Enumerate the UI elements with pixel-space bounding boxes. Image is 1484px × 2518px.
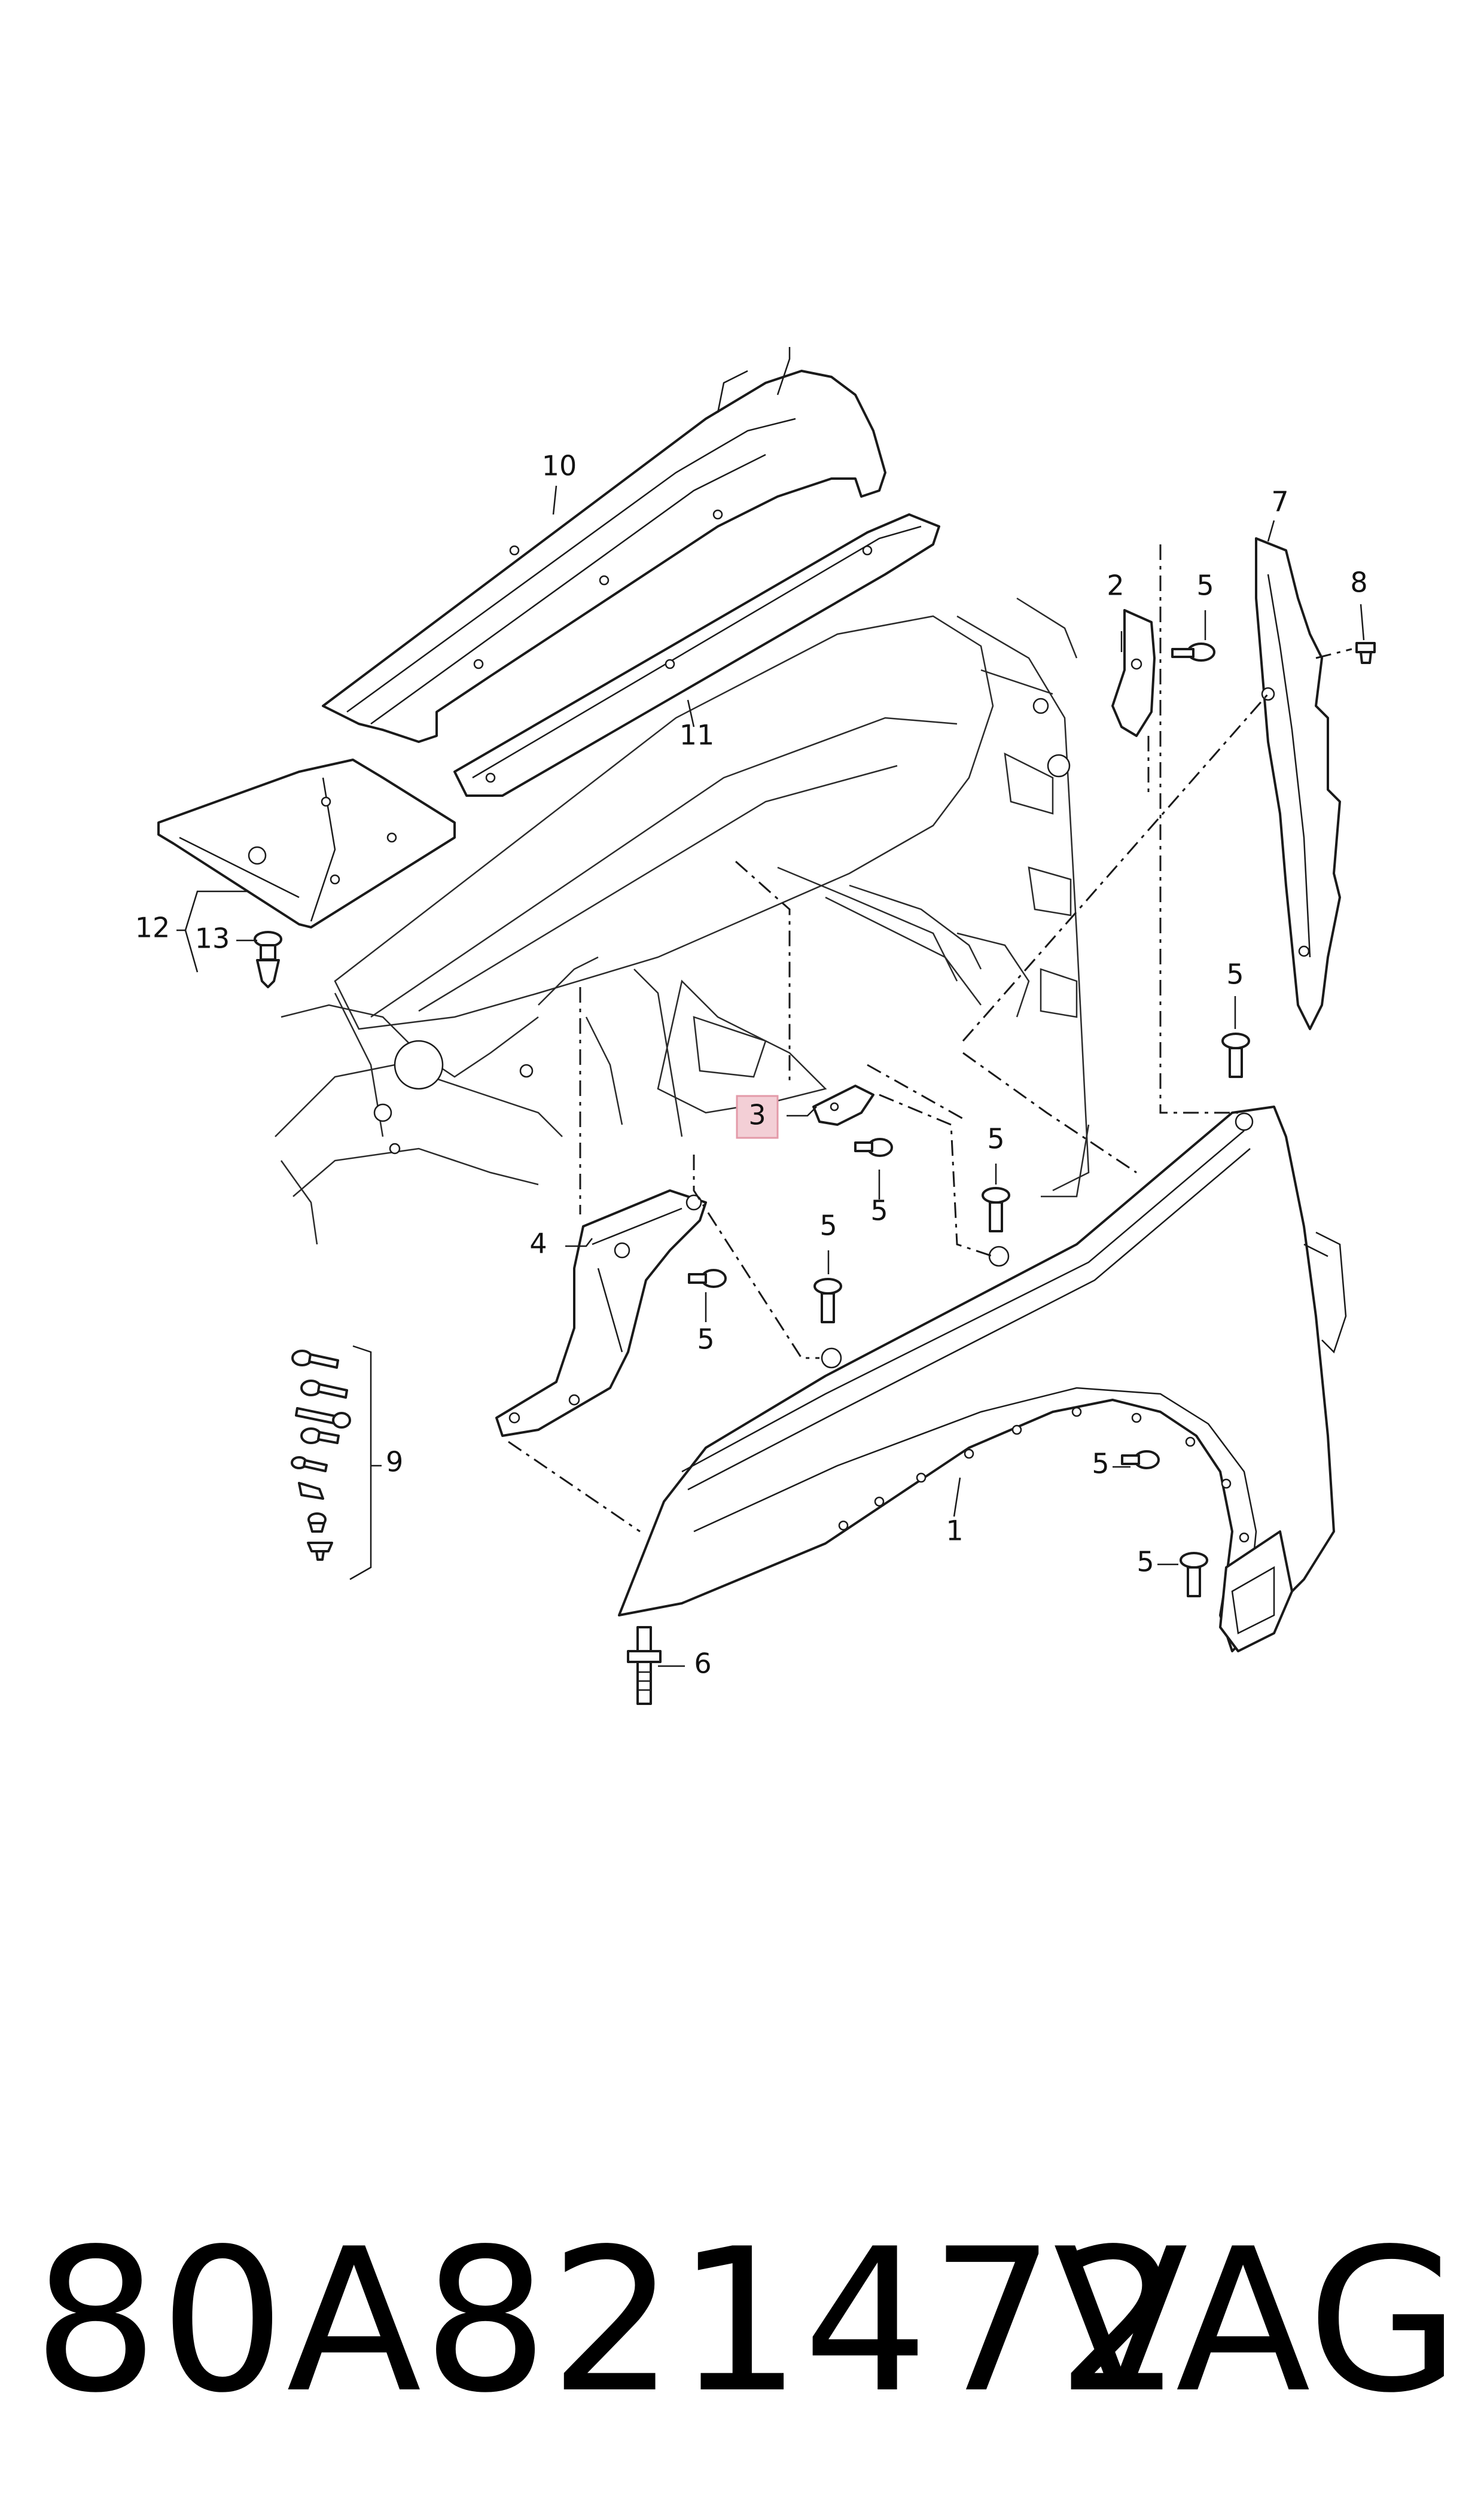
part-1-front-fender [618,1106,1347,1652]
callout-1[interactable]: 1 [946,1514,963,1546]
part-9-fastener-set [291,1350,351,1561]
part-13-clip [254,931,282,988]
bolt-5h [1180,1552,1208,1597]
bolt-5c [854,1138,893,1157]
part-12-lower-panel [157,759,456,928]
callout-8[interactable]: 8 [1350,566,1367,598]
bolt-5a [1171,643,1215,662]
callout-3-highlight [736,1095,779,1139]
leader-lines [176,485,1365,1667]
callout-5-fender-front[interactable]: 5 [819,1209,837,1241]
callout-10[interactable]: 10 [542,449,577,482]
part-3-small-bracket [812,1085,874,1126]
callout-5-upper-right[interactable]: 5 [1226,958,1244,990]
callout-11[interactable]: 11 [679,718,715,751]
part-number: 80A821472 [33,2206,1184,2436]
callout-13[interactable]: 13 [195,922,230,954]
part-6-stud-bolt [627,1626,662,1705]
part-7-side-trim [1255,537,1341,1030]
footer: 80A821472 VAG [0,2208,1484,2459]
callout-5-fender-top[interactable]: 5 [987,1122,1004,1155]
bolt-5g [1121,1450,1160,1469]
part-8-small-clip [1355,642,1376,664]
bolt-5e [688,1269,727,1288]
callout-7[interactable]: 7 [1271,485,1288,517]
callout-2[interactable]: 2 [1107,569,1124,601]
callout-5-bracket[interactable]: 5 [1196,569,1214,601]
callout-labels: 1 2 3 4 5 5 5 5 5 5 5 5 6 7 8 9 10 11 12… [135,449,1368,1679]
part-2-bracket [1111,609,1156,737]
part-11-seal-strip [453,513,940,797]
callout-5-bracket-4[interactable]: 5 [697,1323,714,1355]
callout-5-bracket-3[interactable]: 5 [870,1194,888,1226]
part-10-upper-trim-panel [322,347,886,743]
bolt-5f [813,1278,842,1323]
callout-6[interactable]: 6 [694,1647,711,1679]
bolt-5b [1221,1033,1250,1078]
callout-9[interactable]: 9 [386,1445,403,1478]
callout-4[interactable]: 4 [529,1227,547,1259]
callout-5-wheel-arch[interactable]: 5 [1092,1447,1109,1479]
brand-name: VAG [1053,2206,1460,2436]
vehicle-body-structure [275,597,1090,1245]
callout-5-fender-rear[interactable]: 5 [1136,1545,1154,1578]
callout-3[interactable]: 3 [748,1098,766,1131]
assembly-lines [508,544,1352,1533]
part-4-mounting-bracket [495,1189,707,1437]
callout-12[interactable]: 12 [135,911,170,943]
bolt-5d [982,1187,1010,1232]
